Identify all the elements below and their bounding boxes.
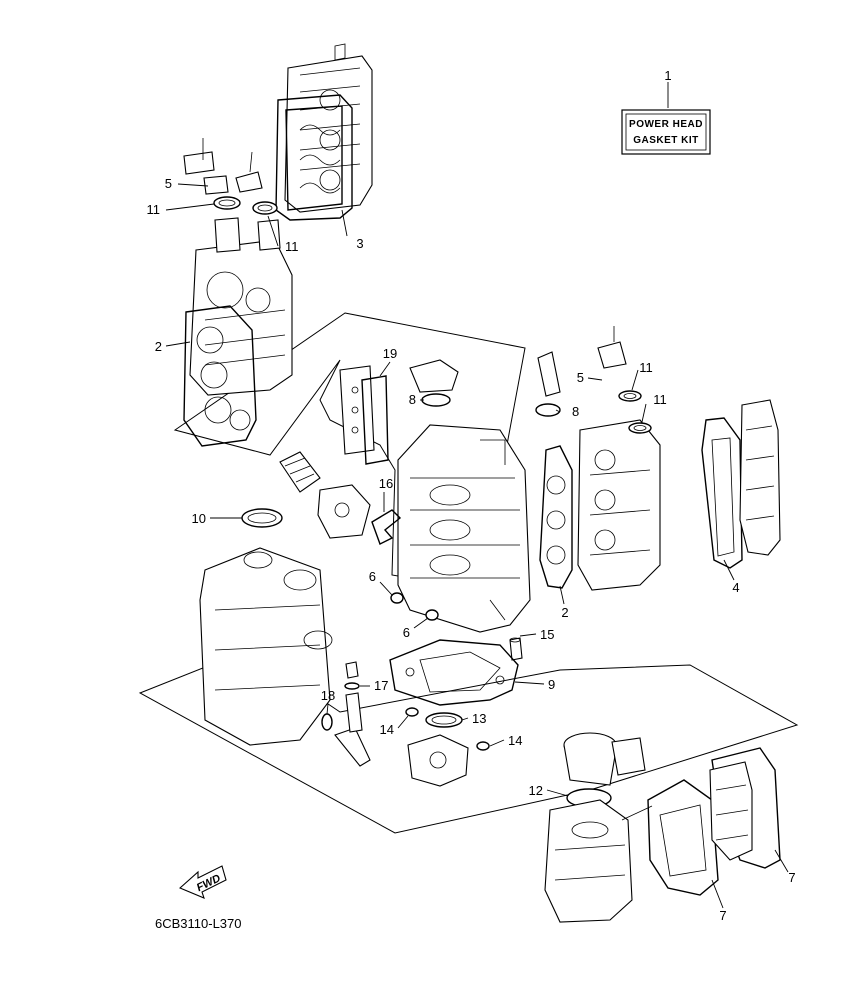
oil-pump xyxy=(407,734,469,787)
kit-label-line1: POWER HEAD xyxy=(629,119,703,130)
callout-8: 8 xyxy=(572,404,579,419)
seal-11-left-a xyxy=(213,196,241,210)
gasket-8-a xyxy=(421,393,451,407)
oil-pump-cover xyxy=(317,484,371,539)
callout-numbers: 1 5 11 11 3 2 19 8 8 5 11 11 4 2 10 16 6… xyxy=(147,68,796,923)
intake-manifold xyxy=(544,799,633,923)
callout-11: 11 xyxy=(653,392,667,407)
throttle-body xyxy=(563,732,646,786)
right-thermostat-housing xyxy=(597,341,627,369)
callout-12: 12 xyxy=(529,783,543,798)
callout-5: 5 xyxy=(165,176,172,191)
kit-label-line2: GASKET KIT xyxy=(633,135,699,146)
callout-2: 2 xyxy=(155,339,162,354)
callout-14: 14 xyxy=(508,733,522,748)
seal-11-right-a xyxy=(618,390,642,402)
callout-18: 18 xyxy=(321,688,335,703)
leader-lines xyxy=(165,82,789,909)
o-ring-14-a xyxy=(405,707,419,717)
callout-11: 11 xyxy=(285,239,299,254)
callout-16: 16 xyxy=(379,476,393,491)
base-gasket-9 xyxy=(389,639,519,706)
seal-11-left-b xyxy=(252,201,278,215)
o-ring-18 xyxy=(321,713,333,731)
oil-tube xyxy=(334,727,371,767)
callout-5: 5 xyxy=(577,370,584,385)
intake-plenum xyxy=(709,761,753,861)
o-ring-17 xyxy=(344,682,360,690)
callout-13: 13 xyxy=(472,711,486,726)
cylinder-block xyxy=(397,424,531,633)
right-head-cover xyxy=(739,399,781,556)
callout-11: 11 xyxy=(147,202,161,217)
callout-3: 3 xyxy=(356,236,363,251)
head-gasket-2-left xyxy=(183,305,257,447)
diagram-code: 6CB3110-L370 xyxy=(155,916,242,931)
exhaust-cover-19 xyxy=(339,365,389,465)
left-thermostat-housing xyxy=(183,138,263,195)
callout-6: 6 xyxy=(403,625,410,640)
callout-15: 15 xyxy=(540,627,554,642)
head-gasket-2-right xyxy=(539,445,573,589)
crankcase-lower xyxy=(199,547,333,746)
callout-4: 4 xyxy=(732,580,739,595)
callout-14: 14 xyxy=(380,722,394,737)
thermostat-housing-right xyxy=(537,351,561,397)
callout-1: 1 xyxy=(664,68,671,83)
callout-7: 7 xyxy=(719,908,726,923)
callout-11: 11 xyxy=(639,360,653,375)
fitting-15 xyxy=(509,637,523,661)
callout-6: 6 xyxy=(369,569,376,584)
gasket-8-b xyxy=(535,403,561,417)
intake-gasket-7-left xyxy=(647,779,719,896)
fwd-label: FWD xyxy=(195,872,223,894)
gasket-kit-label-box: POWER HEAD GASKET KIT xyxy=(621,109,711,155)
right-cylinder-head xyxy=(577,419,661,591)
gasket-4-head-cover-right xyxy=(701,417,743,569)
callout-17: 17 xyxy=(374,678,388,693)
fwd-arrow: FWD xyxy=(178,865,227,899)
o-ring-14-b xyxy=(476,741,490,751)
callout-10: 10 xyxy=(192,511,206,526)
upper-cylinder-head xyxy=(284,43,373,213)
fitting-17 xyxy=(345,661,359,679)
callout-7: 7 xyxy=(788,870,795,885)
callout-19: 19 xyxy=(383,346,397,361)
left-cylinder-head xyxy=(189,217,293,396)
seal-11-right-b xyxy=(628,422,652,434)
gasket-16 xyxy=(371,509,402,545)
callout-2: 2 xyxy=(561,605,568,620)
oil-filter xyxy=(279,451,321,493)
seal-13 xyxy=(425,712,463,728)
thermostat-housing-center xyxy=(409,359,459,393)
o-ring-6-b xyxy=(425,609,439,621)
callout-8: 8 xyxy=(409,392,416,407)
o-ring-6-a xyxy=(390,592,404,604)
gasket-3-head-cover xyxy=(275,94,353,221)
callout-9: 9 xyxy=(548,677,555,692)
